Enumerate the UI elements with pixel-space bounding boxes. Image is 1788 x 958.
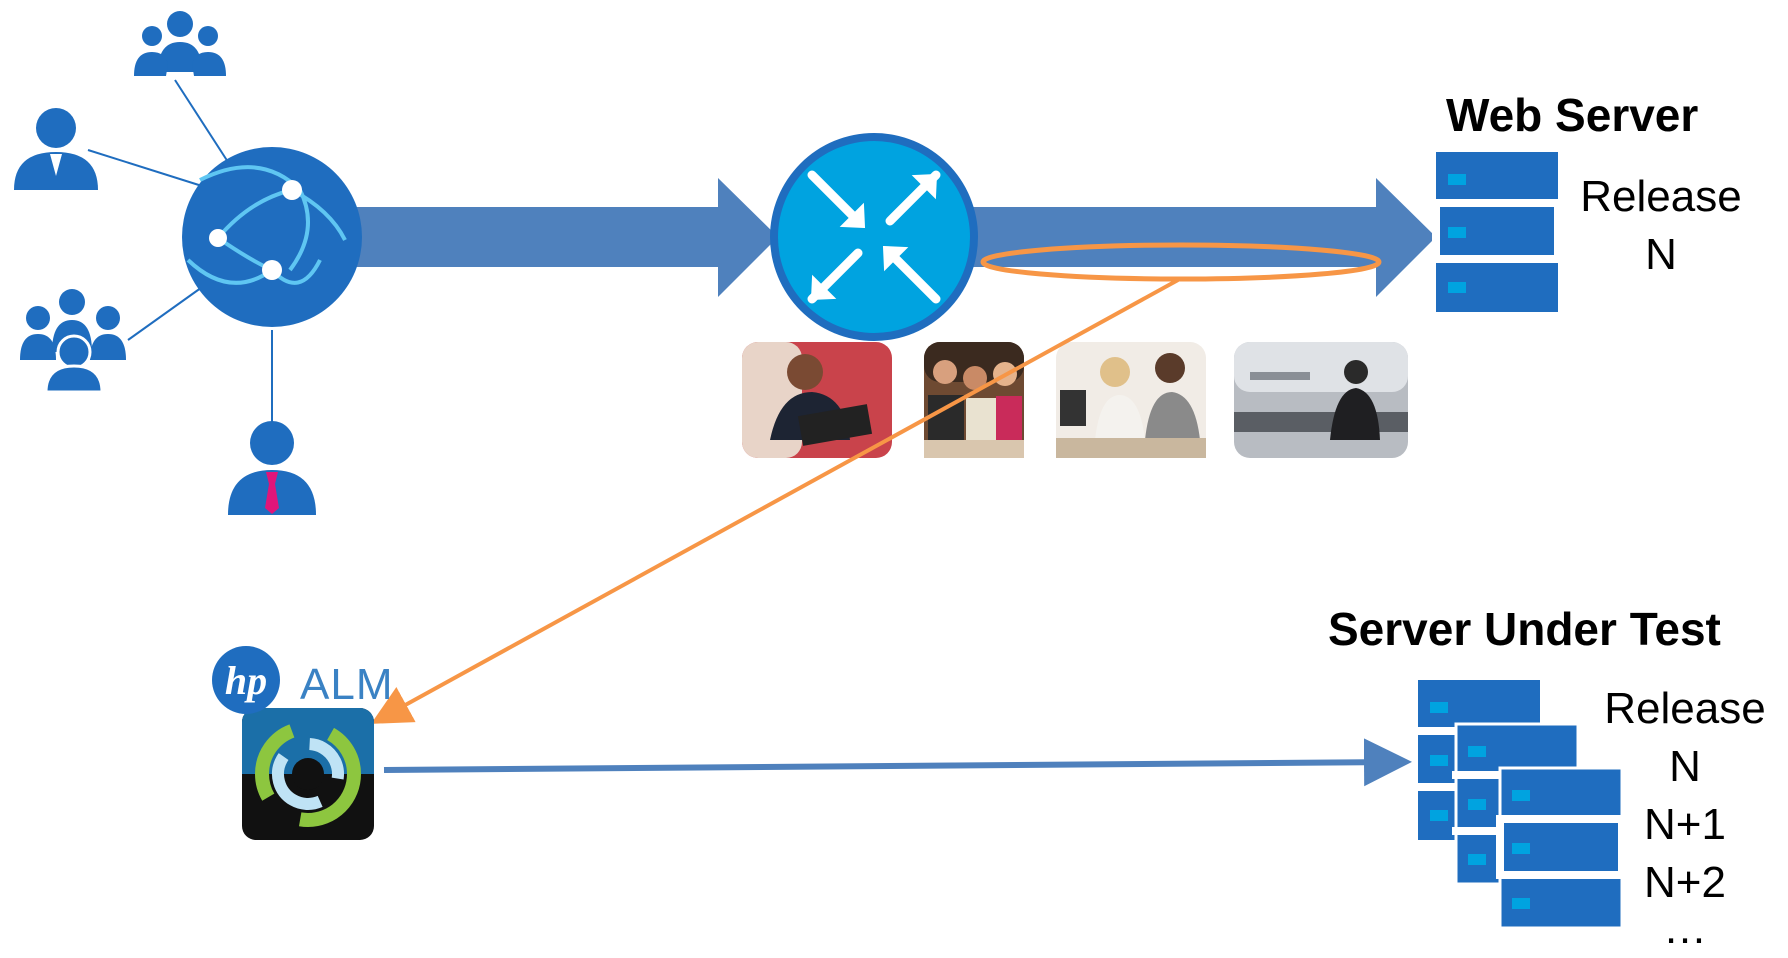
traffic-arrow-router-to-web-server <box>970 178 1436 297</box>
svg-text:hp: hp <box>225 658 267 703</box>
team-icon <box>20 289 126 394</box>
friends-at-cafe-photo <box>924 342 1024 458</box>
server-under-test-title: Server Under Test <box>1328 603 1721 655</box>
web-server-release-label: Release <box>1580 172 1742 221</box>
web-server-version-0: N <box>1645 230 1677 279</box>
hp-logo: hp <box>212 646 280 714</box>
office-women-photo <box>1056 342 1206 458</box>
capture-to-alm-arrow <box>370 278 1179 724</box>
sut-version-0: N <box>1669 742 1701 791</box>
photo-strip <box>742 342 1408 458</box>
user-connector-lines <box>87 79 273 425</box>
web-server-title: Web Server <box>1446 89 1699 141</box>
replay-arrow-alm-to-sut <box>383 738 1412 787</box>
user-icon <box>14 108 98 190</box>
traffic-capture-ellipse <box>980 242 1382 282</box>
network-globe-icon <box>182 147 362 327</box>
sut-release-label: Release <box>1604 684 1766 733</box>
traffic-arrow-globe-to-router <box>355 178 778 297</box>
alm-app-icon <box>242 708 374 840</box>
airport-traveler-photo <box>1234 342 1408 458</box>
sut-version-2: N+2 <box>1644 858 1726 907</box>
alm-product-label: ALM <box>300 660 394 709</box>
router-icon <box>770 133 978 341</box>
sut-version-1: N+1 <box>1644 800 1726 849</box>
sut-version-3: … <box>1663 904 1707 953</box>
user-tie-icon <box>228 421 316 515</box>
person-with-laptop-photo <box>742 342 892 458</box>
web-server-icon <box>1432 152 1562 312</box>
server-under-test-icon <box>1414 680 1626 930</box>
group-icon <box>134 11 226 76</box>
